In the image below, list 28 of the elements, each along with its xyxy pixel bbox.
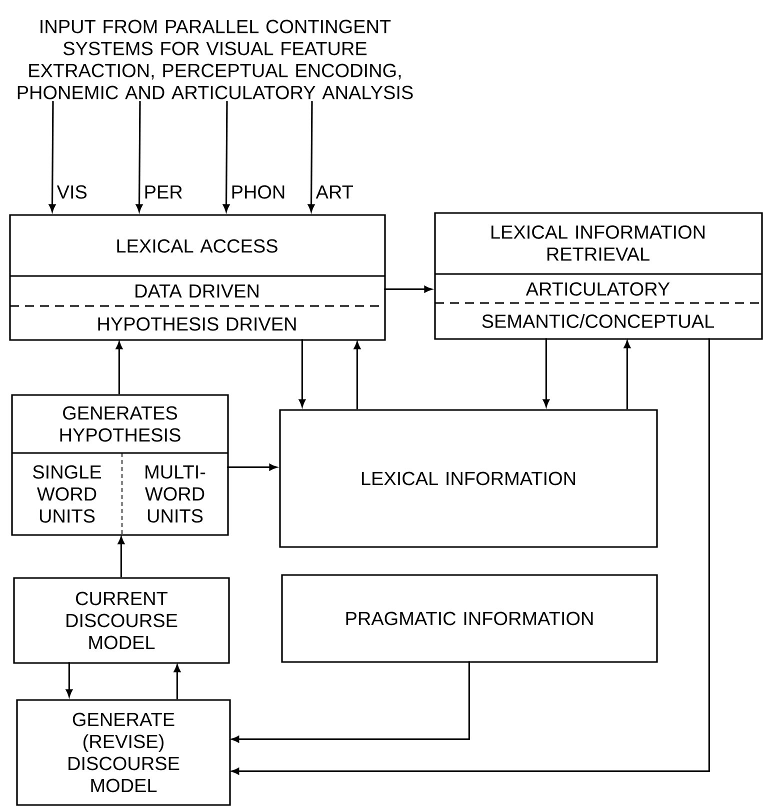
arrow bbox=[232, 338, 710, 775]
arrow bbox=[174, 664, 181, 700]
process-box: LEXICAL ACCESS DATA DRIVEN HYPOTHESIS DRIVEN bbox=[9, 214, 386, 341]
arrow bbox=[624, 340, 631, 410]
arrow bbox=[384, 286, 432, 293]
edge-label: PHON bbox=[232, 185, 284, 199]
arrow bbox=[298, 339, 306, 407]
arrow bbox=[308, 101, 315, 212]
arrow bbox=[48, 101, 56, 212]
arrow bbox=[136, 101, 143, 212]
arrow bbox=[116, 342, 123, 394]
process-box: GENERATES HYPOTHESIS SINGLE WORD UNITS MULTI- WORD UNITS bbox=[11, 394, 229, 536]
arrow bbox=[118, 536, 125, 578]
arrow bbox=[232, 661, 470, 743]
arrow bbox=[222, 101, 230, 212]
arrow bbox=[354, 342, 361, 410]
arrow bbox=[66, 662, 73, 697]
process-box: GENERATE (REVISE) DISCOURSE MODEL bbox=[16, 699, 231, 806]
process-box: LEXICAL INFORMATION bbox=[279, 409, 658, 548]
process-box: CURRENT DISCOURSE MODEL bbox=[13, 577, 230, 664]
edge-label: VIS bbox=[56, 185, 87, 199]
process-box: PRAGMATIC INFORMATION bbox=[281, 574, 658, 663]
process-box: LEXICAL INFORMATION RETRIEVAL ARTICULATORY SEMANTIC/CONCEPTUAL bbox=[434, 212, 763, 340]
edge-label: PER bbox=[145, 185, 182, 199]
arrow bbox=[542, 338, 550, 407]
heading-text: INPUT FROM PARALLEL CONTINGENT SYSTEMS FOR VISUAL FEATURE EXTRACTION, PERCEPTUAL ENCODING, PHONEMIC AND ARTICULATORY ANALYSIS bbox=[18, 20, 413, 100]
arrow bbox=[227, 464, 277, 471]
edge-label: ART bbox=[316, 185, 354, 199]
